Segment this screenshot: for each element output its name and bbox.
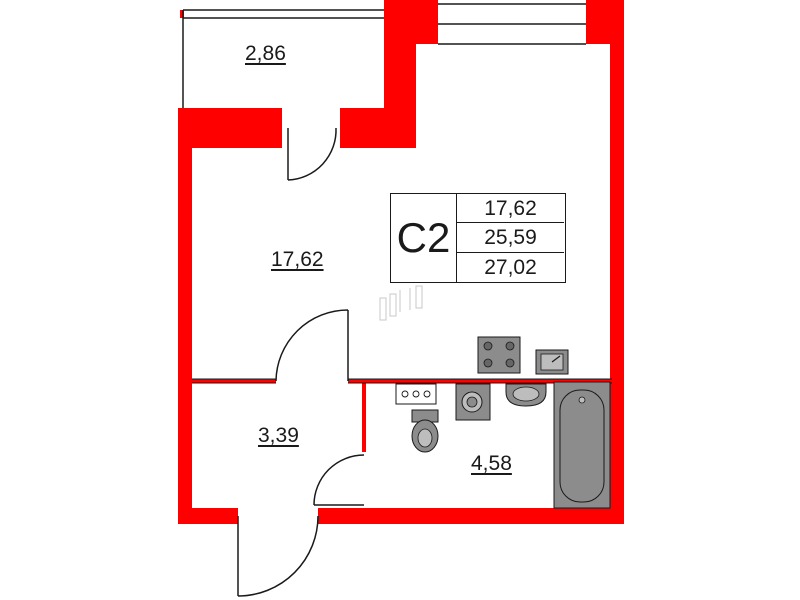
doors xyxy=(237,127,365,597)
top-wall-left xyxy=(178,108,282,148)
partitions xyxy=(192,379,612,452)
unit-info-box: С2 17,62 25,59 27,02 xyxy=(390,193,566,283)
living-door-arc xyxy=(275,309,349,382)
toilet-icon xyxy=(411,409,439,453)
cabinet-marking xyxy=(379,285,423,321)
bathtub-icon xyxy=(553,381,611,509)
balcony-post xyxy=(180,10,184,18)
balcony-outline xyxy=(182,3,586,108)
washing-machine-icon xyxy=(455,383,491,421)
unit-areas: 17,62 25,59 27,02 xyxy=(457,194,564,282)
room-area-balcony: 2,86 xyxy=(245,42,286,65)
balcony-door-arc xyxy=(287,127,337,181)
entrance-door-arc xyxy=(237,515,319,597)
room-area-hallway: 3,39 xyxy=(258,424,299,447)
left-wall xyxy=(178,108,192,524)
living-area: 17,62 xyxy=(457,194,564,224)
right-wall xyxy=(610,0,624,524)
unit-code: С2 xyxy=(391,194,457,282)
bottom-wall-right xyxy=(318,508,624,524)
total-area-with-balcony: 27,02 xyxy=(484,255,537,279)
room-area-living: 17,62 xyxy=(271,248,324,271)
pillar-cap-left xyxy=(416,0,438,44)
kitchen-sink-icon xyxy=(535,349,569,375)
washbasin-icon xyxy=(505,383,547,407)
total-area: 25,59 xyxy=(457,223,564,253)
bottom-wall-left xyxy=(178,508,238,524)
bath-door-arc xyxy=(313,454,365,506)
room-area-bathroom: 4,58 xyxy=(471,452,512,475)
pillar-cap-right xyxy=(586,0,624,44)
stove-icon xyxy=(477,336,521,374)
hookups-icon xyxy=(395,383,437,405)
walls xyxy=(178,0,624,524)
center-pillar xyxy=(384,0,416,148)
